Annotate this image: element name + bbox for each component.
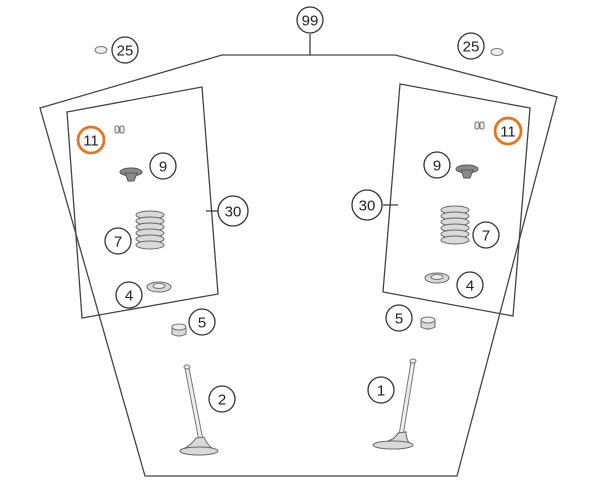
callout-9-left: 9 [149, 152, 177, 180]
valve-cotter-right-part [474, 121, 485, 130]
callout-25-right: 25 [457, 32, 485, 60]
spring-retainer-right-part [455, 164, 479, 179]
svg-text:99: 99 [302, 13, 319, 30]
callout-2: 2 [208, 385, 236, 413]
svg-text:9: 9 [159, 159, 167, 176]
callout-7-left: 7 [104, 227, 132, 255]
callout-1: 1 [367, 376, 395, 404]
svg-text:5: 5 [395, 311, 403, 328]
svg-text:11: 11 [500, 124, 516, 141]
valve-tappet-left-part [171, 323, 187, 337]
spring-seat-left-part [146, 281, 172, 293]
callout-5-left: 5 [188, 308, 216, 336]
svg-text:1: 1 [377, 383, 385, 400]
svg-text:30: 30 [359, 198, 376, 215]
exhaust-valve-part [179, 364, 219, 456]
spring-seat-right-part [424, 272, 450, 284]
callout-9-right: 9 [423, 151, 451, 179]
svg-text:25: 25 [117, 43, 134, 60]
callout-4-left: 4 [115, 281, 143, 309]
svg-text:9: 9 [433, 158, 441, 175]
svg-text:11: 11 [83, 133, 99, 150]
intake-valve-part [372, 358, 417, 450]
svg-text:2: 2 [218, 392, 226, 409]
valve-spring-left-part [135, 210, 165, 250]
callout-11-left-highlighted: 11 [76, 125, 106, 155]
valve-set-left-box [66, 86, 219, 319]
callout-30-left: 30 [217, 195, 249, 227]
callout-30-right: 30 [351, 189, 383, 221]
callout-7-right: 7 [472, 221, 500, 249]
callout-11-right-highlighted: 11 [493, 116, 523, 146]
svg-text:25: 25 [463, 39, 480, 56]
valve-set-right-box [382, 83, 531, 317]
shim-left-part [94, 46, 108, 54]
valve-spring-right-part [440, 205, 470, 245]
svg-text:4: 4 [466, 278, 474, 295]
assembly-99-outline [39, 54, 558, 477]
svg-text:4: 4 [125, 288, 133, 305]
callout-4-right: 4 [456, 271, 484, 299]
callout-5-right: 5 [385, 304, 413, 332]
svg-text:7: 7 [482, 228, 490, 245]
svg-text:30: 30 [225, 204, 242, 221]
svg-text:5: 5 [198, 315, 206, 332]
valve-cotter-left-part [114, 125, 125, 134]
valve-tappet-right-part [420, 316, 436, 330]
svg-text:7: 7 [114, 234, 122, 251]
spring-retainer-left-part [119, 167, 143, 182]
callout-99: 99 [296, 6, 324, 34]
shim-right-part [490, 48, 504, 56]
callout-25-left: 25 [111, 36, 139, 64]
